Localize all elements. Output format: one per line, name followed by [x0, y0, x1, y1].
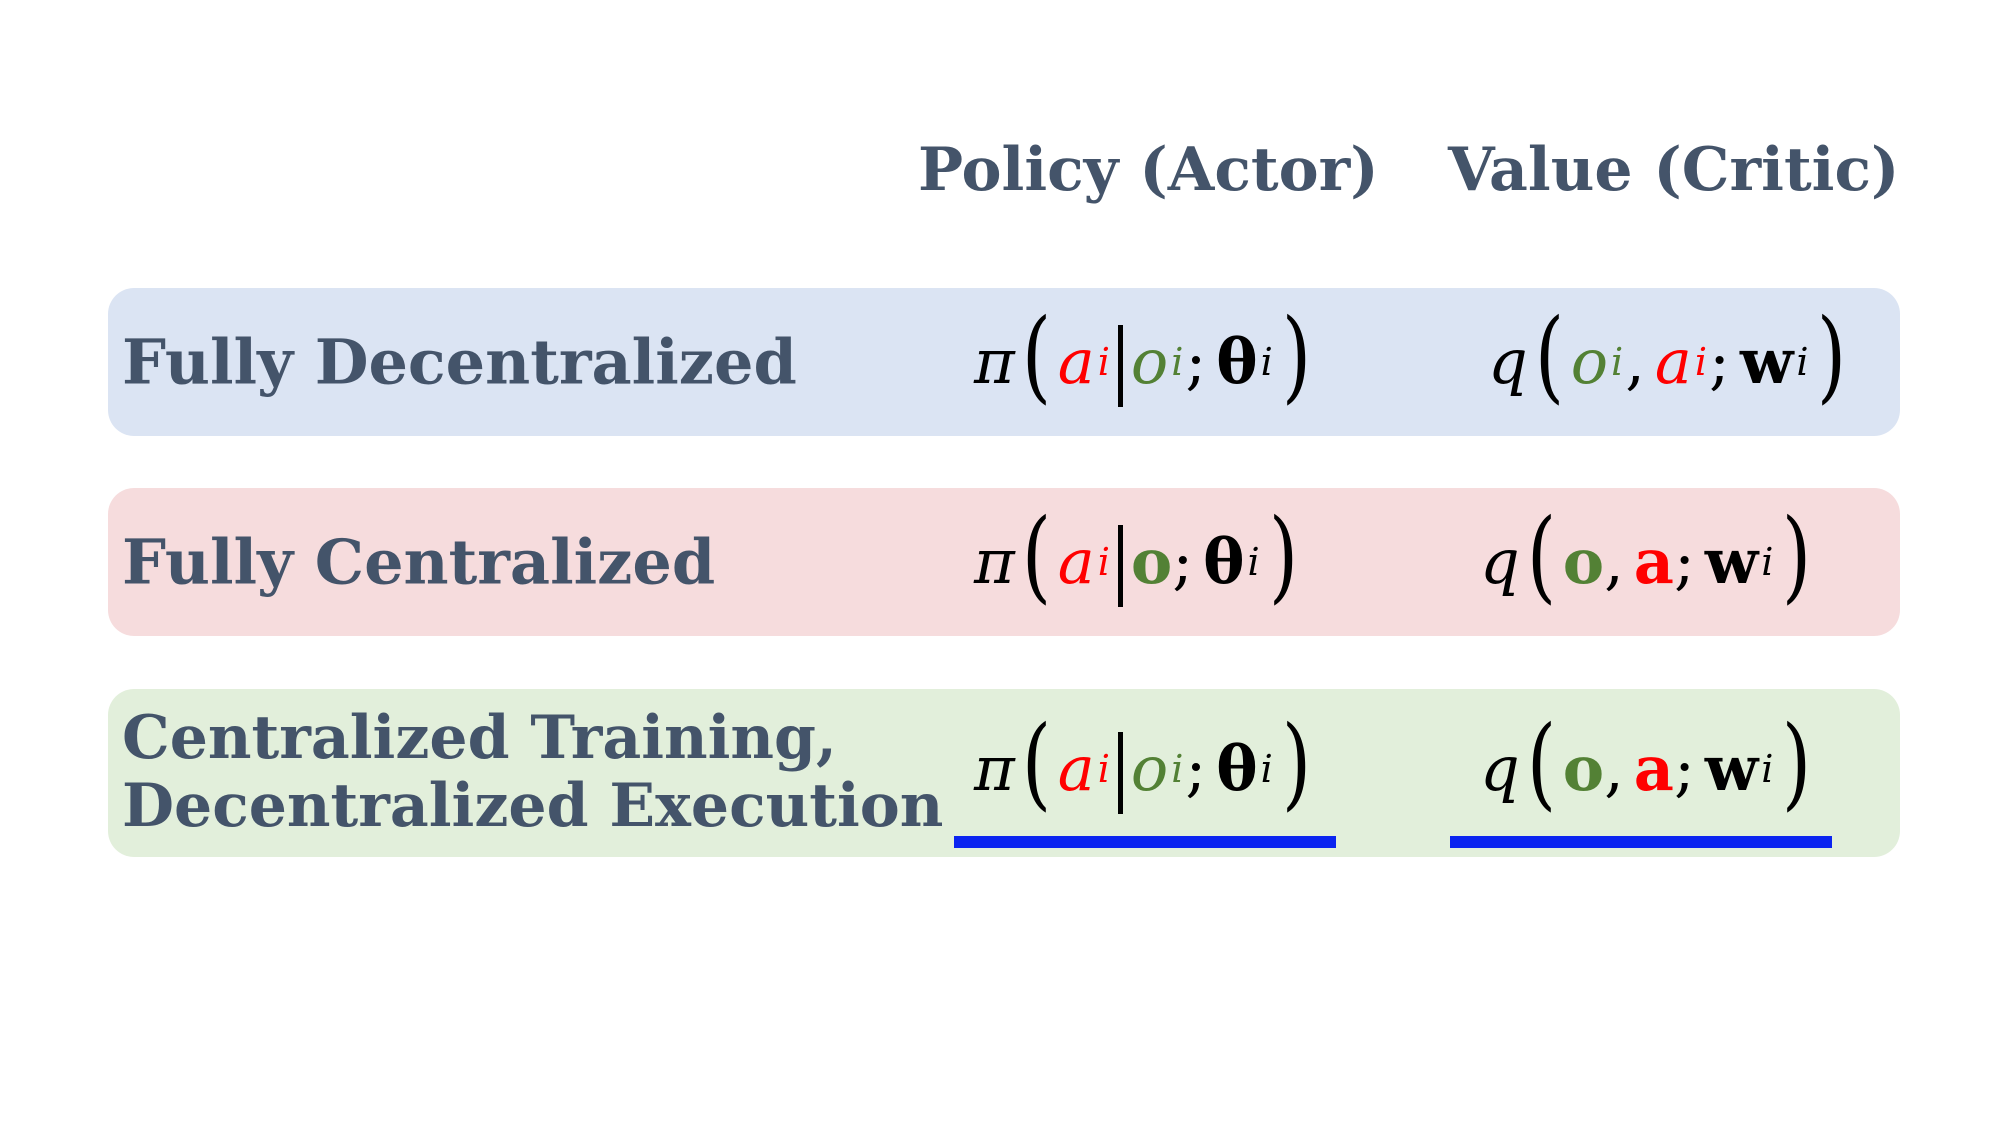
value-critic-header: Value (Critic)	[1448, 135, 1900, 205]
close-paren: )	[1782, 704, 1812, 821]
close-paren: )	[1281, 297, 1311, 414]
local-action-symbol: a	[1057, 732, 1095, 805]
semicolon: ;	[1709, 325, 1730, 398]
joint-observation-symbol: o	[1130, 525, 1173, 598]
policy-fn-symbol: π	[974, 525, 1015, 598]
semicolon: ;	[1673, 525, 1695, 598]
joint-observation-symbol: o	[1562, 525, 1605, 598]
policy-fn-symbol: π	[974, 732, 1015, 805]
value-fn-symbol: q	[1480, 732, 1520, 805]
row-label: Fully Centralized	[122, 525, 716, 599]
comma: ,	[1625, 325, 1645, 398]
open-paren: (	[1021, 497, 1051, 614]
value-fn-symbol: q	[1488, 325, 1528, 398]
policy-param-symbol: θ	[1216, 732, 1258, 805]
value-param-symbol: w	[1704, 732, 1759, 805]
close-paren: )	[1782, 497, 1812, 614]
policy-actor-header: Policy (Actor)	[918, 135, 1379, 205]
local-action-symbol: a	[1654, 325, 1692, 398]
open-paren: (	[1021, 704, 1051, 821]
policy-highlight-underline	[954, 836, 1336, 848]
conditional-bar	[1117, 525, 1123, 607]
local-observation-symbol: o	[1570, 325, 1609, 398]
policy-fn-symbol: π	[974, 325, 1015, 398]
row-label-line-2: Decentralized Execution	[122, 770, 944, 841]
comma: ,	[1604, 525, 1624, 598]
open-paren: (	[1526, 704, 1556, 821]
conditional-bar	[1117, 325, 1123, 407]
semicolon: ;	[1185, 325, 1207, 398]
conditional-bar	[1117, 732, 1123, 814]
joint-observation-symbol: o	[1562, 732, 1605, 805]
local-action-symbol: a	[1057, 525, 1095, 598]
open-paren: (	[1526, 497, 1556, 614]
close-paren: )	[1268, 497, 1298, 614]
open-paren: (	[1534, 297, 1564, 414]
policy-param-symbol: θ	[1203, 525, 1245, 598]
value-param-symbol: w	[1739, 325, 1794, 398]
row-ctde: Centralized Training, Decentralized Exec…	[108, 689, 1900, 857]
semicolon: ;	[1673, 732, 1695, 805]
semicolon: ;	[1172, 525, 1194, 598]
joint-action-symbol: a	[1633, 525, 1674, 598]
semicolon: ;	[1185, 732, 1207, 805]
row-label: Centralized Training, Decentralized Exec…	[122, 703, 944, 841]
local-action-symbol: a	[1057, 325, 1095, 398]
row-label: Fully Decentralized	[122, 325, 797, 399]
comma: ,	[1604, 732, 1624, 805]
value-param-symbol: w	[1704, 525, 1759, 598]
value-fn-symbol: q	[1480, 525, 1520, 598]
joint-action-symbol: a	[1633, 732, 1674, 805]
row-label-line-1: Centralized Training,	[122, 703, 837, 773]
local-observation-symbol: o	[1130, 732, 1169, 805]
close-paren: )	[1817, 297, 1847, 414]
value-highlight-underline	[1450, 836, 1832, 848]
policy-param-symbol: θ	[1216, 325, 1258, 398]
local-observation-symbol: o	[1130, 325, 1169, 398]
open-paren: (	[1021, 297, 1051, 414]
close-paren: )	[1281, 704, 1311, 821]
